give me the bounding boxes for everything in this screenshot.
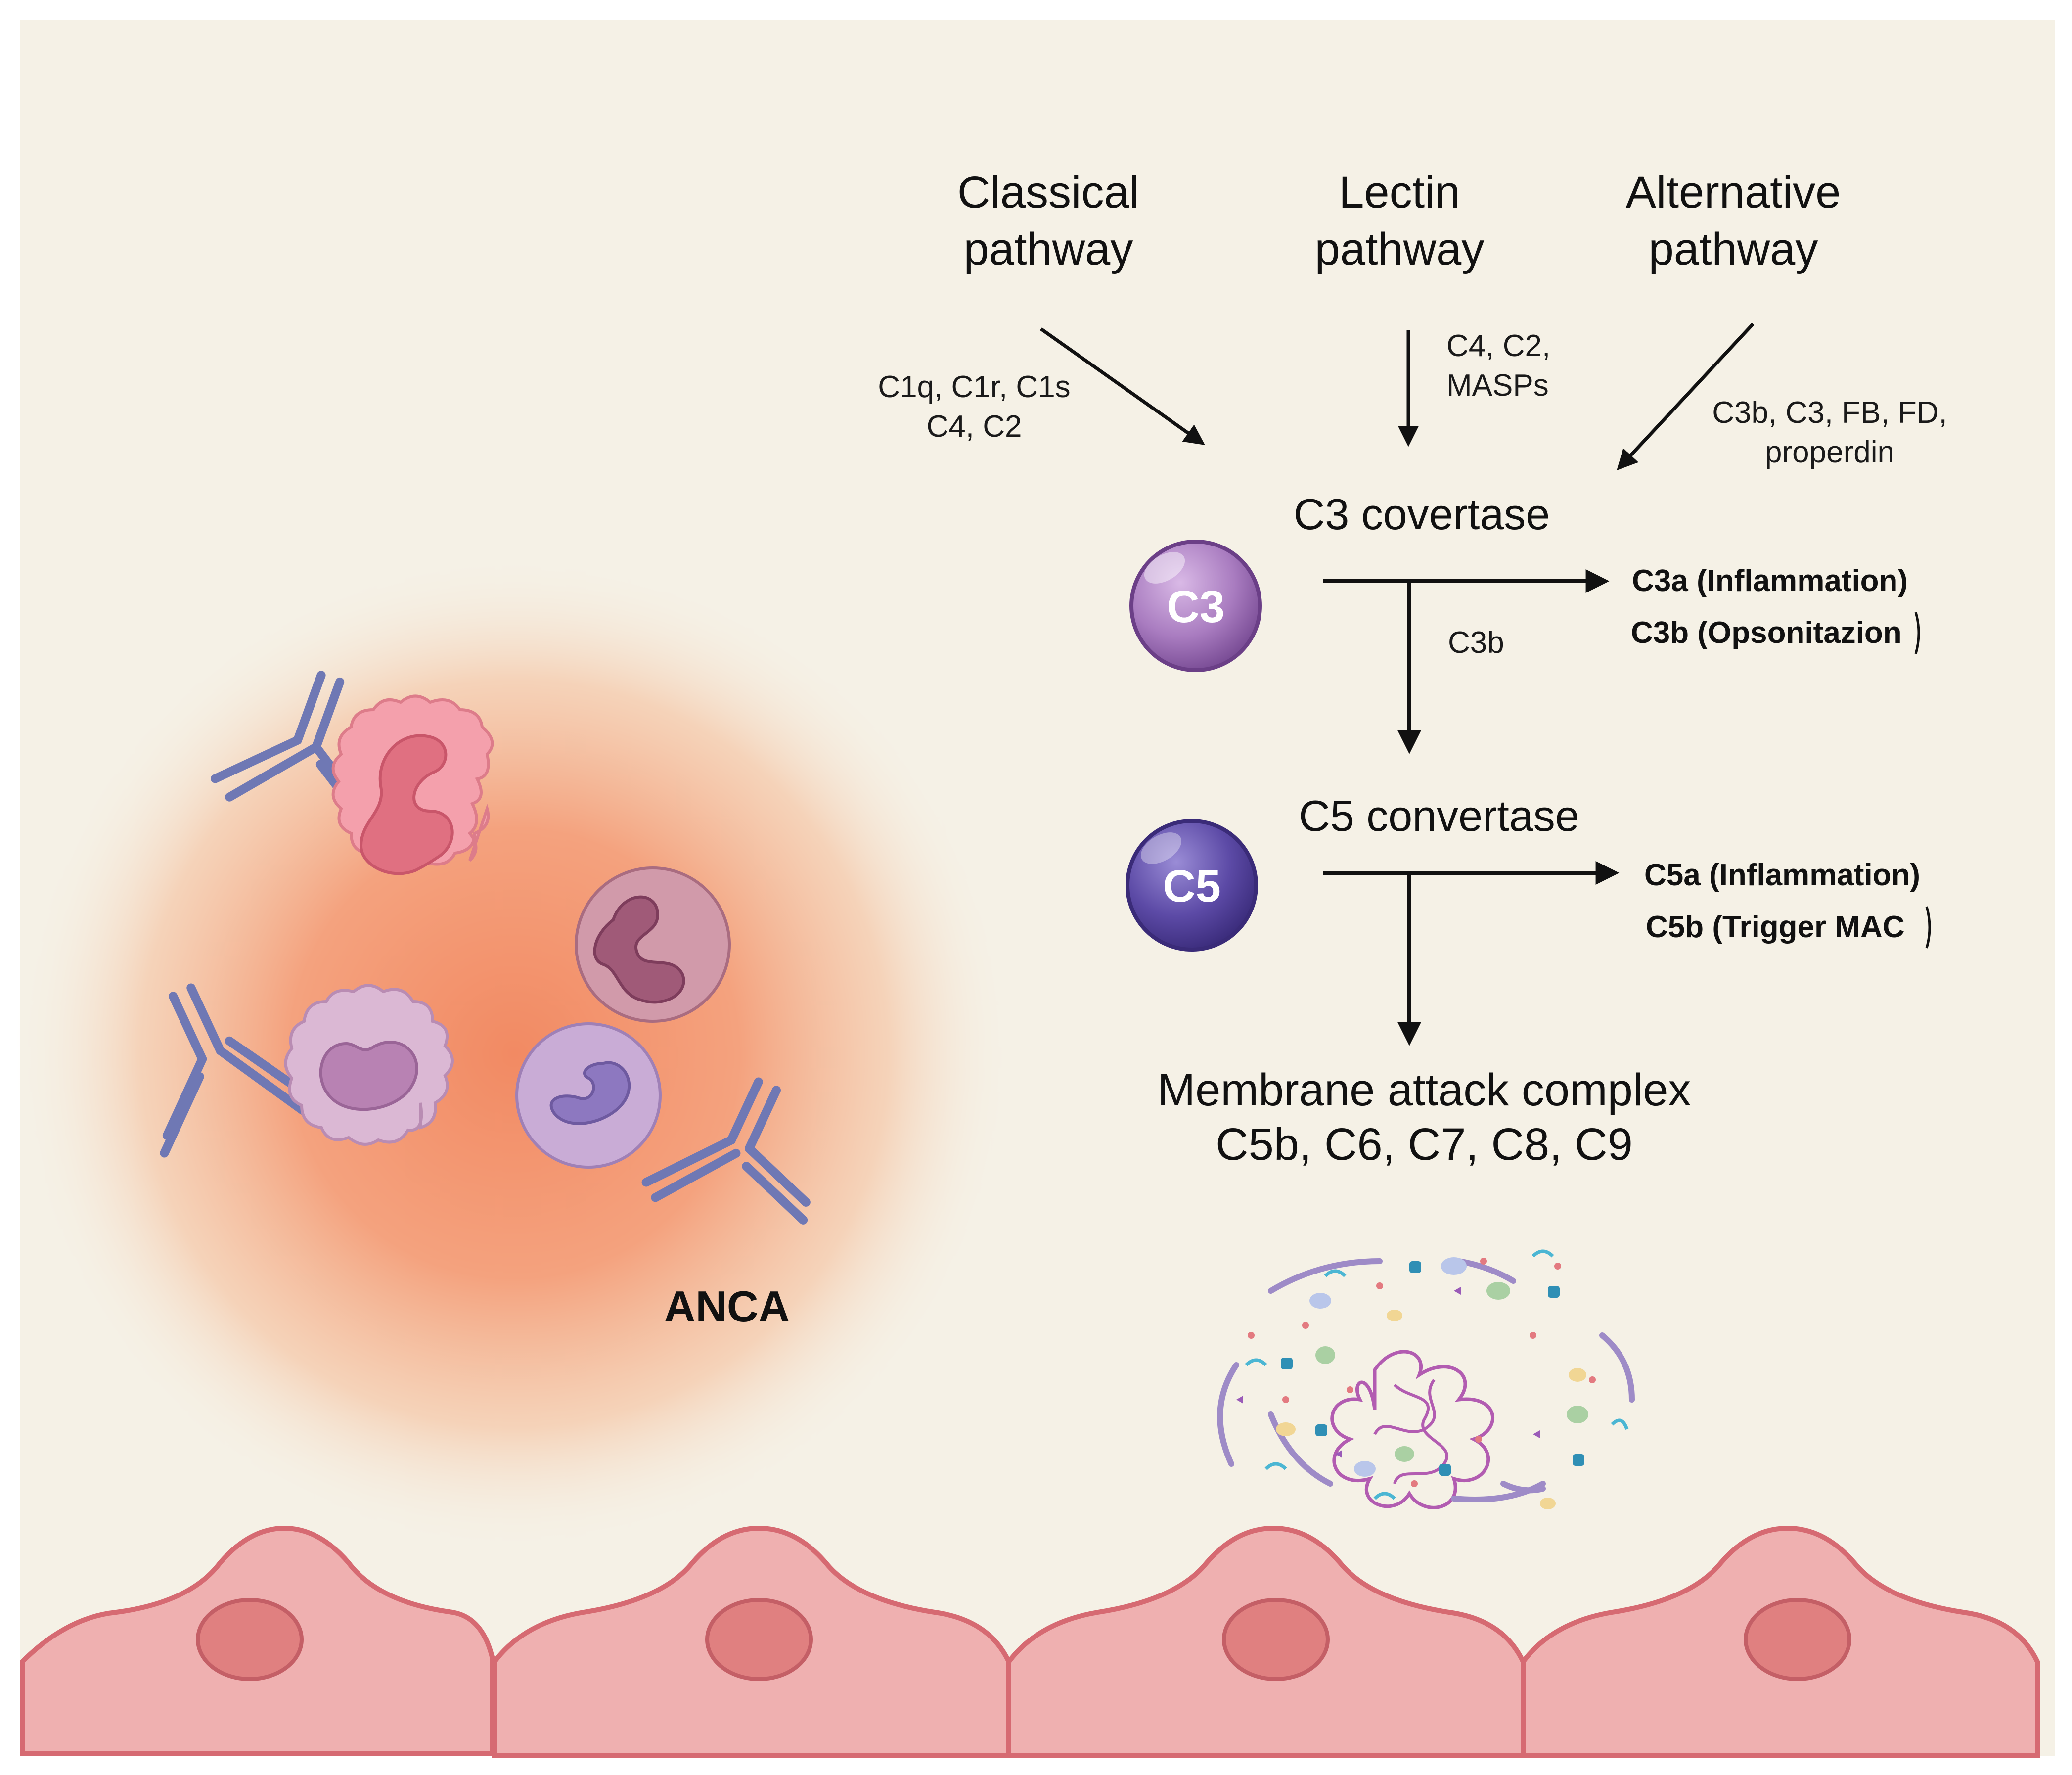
classical-pathway-title: Classical	[957, 167, 1139, 218]
alternative-factors-line1: C3b, C3, FB, FD,	[1712, 396, 1947, 430]
anca-label: ANCA	[664, 1282, 790, 1331]
svg-text:C5: C5	[1163, 861, 1221, 911]
neutrophil-cell	[331, 694, 494, 875]
lectin-pathway-title: Lectin	[1339, 167, 1460, 218]
antibody-icon	[641, 1077, 811, 1225]
c3b-product: C3b (Opsonitazion	[1631, 616, 1902, 650]
svg-text:C3: C3	[1167, 582, 1225, 632]
lectin-factors-line1: C4, C2,	[1446, 329, 1550, 363]
alternative-factors-line2: properdin	[1765, 435, 1894, 469]
classical-factors-line2: C4, C2	[927, 410, 1022, 444]
alternative-pathway-subtitle: pathway	[1649, 224, 1818, 274]
c5-ball: C5	[1126, 819, 1258, 952]
c3b-down-label: C3b	[1448, 626, 1504, 660]
classical-pathway-subtitle: pathway	[964, 224, 1133, 274]
c5-convertase-title: C5 convertase	[1299, 791, 1579, 840]
neutrophil-cell	[575, 866, 731, 1023]
c5b-product: C5b (Trigger MAC	[1646, 910, 1905, 944]
c5a-product: C5a (Inflammation)	[1644, 858, 1920, 892]
lectin-factors-line2: MASPs	[1446, 368, 1549, 403]
lectin-pathway-subtitle: pathway	[1315, 224, 1485, 274]
c3b-closing-paren	[1914, 612, 1920, 654]
endothelium-layer	[20, 1525, 2040, 1758]
cell-nucleus	[196, 1598, 304, 1681]
cell-nucleus	[1222, 1598, 1330, 1681]
mac-title: Membrane attack complex	[1158, 1065, 1691, 1115]
lysed-cell-debris	[1217, 1249, 1635, 1509]
c3-ball: C3	[1129, 540, 1262, 672]
classical-factors-line1: C1q, C1r, C1s	[878, 370, 1070, 404]
alternative-arrow	[1617, 322, 1755, 471]
classical-arrow	[1039, 327, 1205, 445]
inflammation-glow	[15, 554, 1014, 1553]
c3-convertase-title: C3 covertase	[1294, 490, 1550, 539]
cell-nucleus	[705, 1598, 813, 1681]
cell-nucleus	[1744, 1598, 1851, 1681]
neutrophil-cell	[515, 1022, 662, 1169]
c5b-closing-paren	[1925, 906, 1931, 949]
neutrophil-cell	[284, 984, 454, 1146]
c3a-product: C3a (Inflammation)	[1632, 564, 1908, 598]
alternative-pathway-title: Alternative	[1626, 167, 1841, 218]
mac-components: C5b, C6, C7, C8, C9	[1216, 1119, 1633, 1170]
